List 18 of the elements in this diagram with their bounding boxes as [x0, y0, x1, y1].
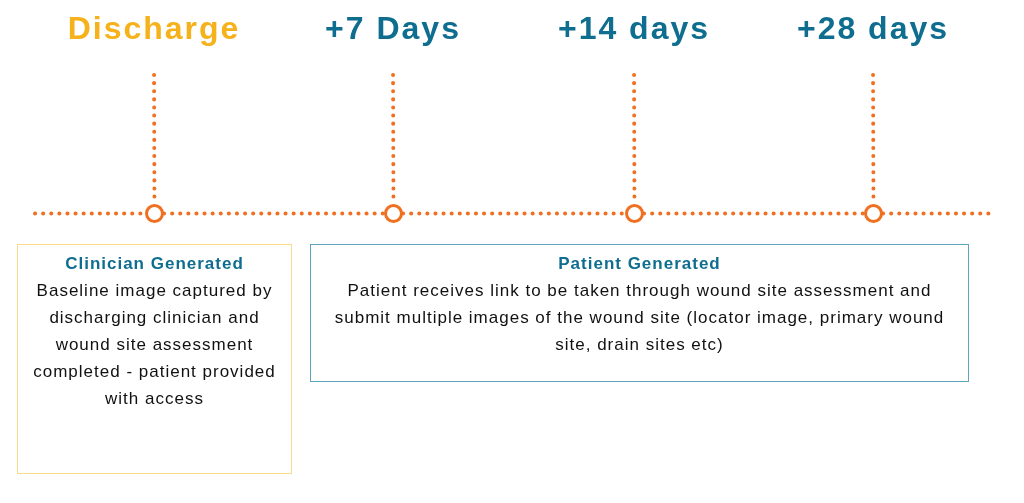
- timeline-marker: [625, 204, 644, 223]
- card-text: Baseline image captured by discharging clinician and wound site assessment completed - patient provided with access: [32, 280, 277, 410]
- info-card: [310, 244, 969, 382]
- milestone-heading: +28 days: [783, 8, 963, 48]
- card-heading: Clinician Generated: [64, 253, 245, 275]
- milestone-heading: +7 Days: [303, 8, 483, 48]
- milestone-heading: Discharge: [54, 8, 254, 48]
- timeline-marker: [145, 204, 164, 223]
- dotted-connector: [642, 211, 866, 216]
- card-text: Patient receives link to be taken through wound site assessment and submit multiple images of the wound site (locator image, primary wound site, drain sites etc): [333, 280, 946, 356]
- milestone-heading: +14 days: [544, 8, 724, 48]
- dotted-connector: [401, 211, 627, 216]
- card-heading: Patient Generated: [557, 253, 722, 275]
- timeline-marker: [864, 204, 883, 223]
- dotted-connector: [162, 211, 386, 216]
- info-card: [17, 244, 292, 474]
- dotted-connector: [881, 211, 992, 216]
- timeline-marker: [384, 204, 403, 223]
